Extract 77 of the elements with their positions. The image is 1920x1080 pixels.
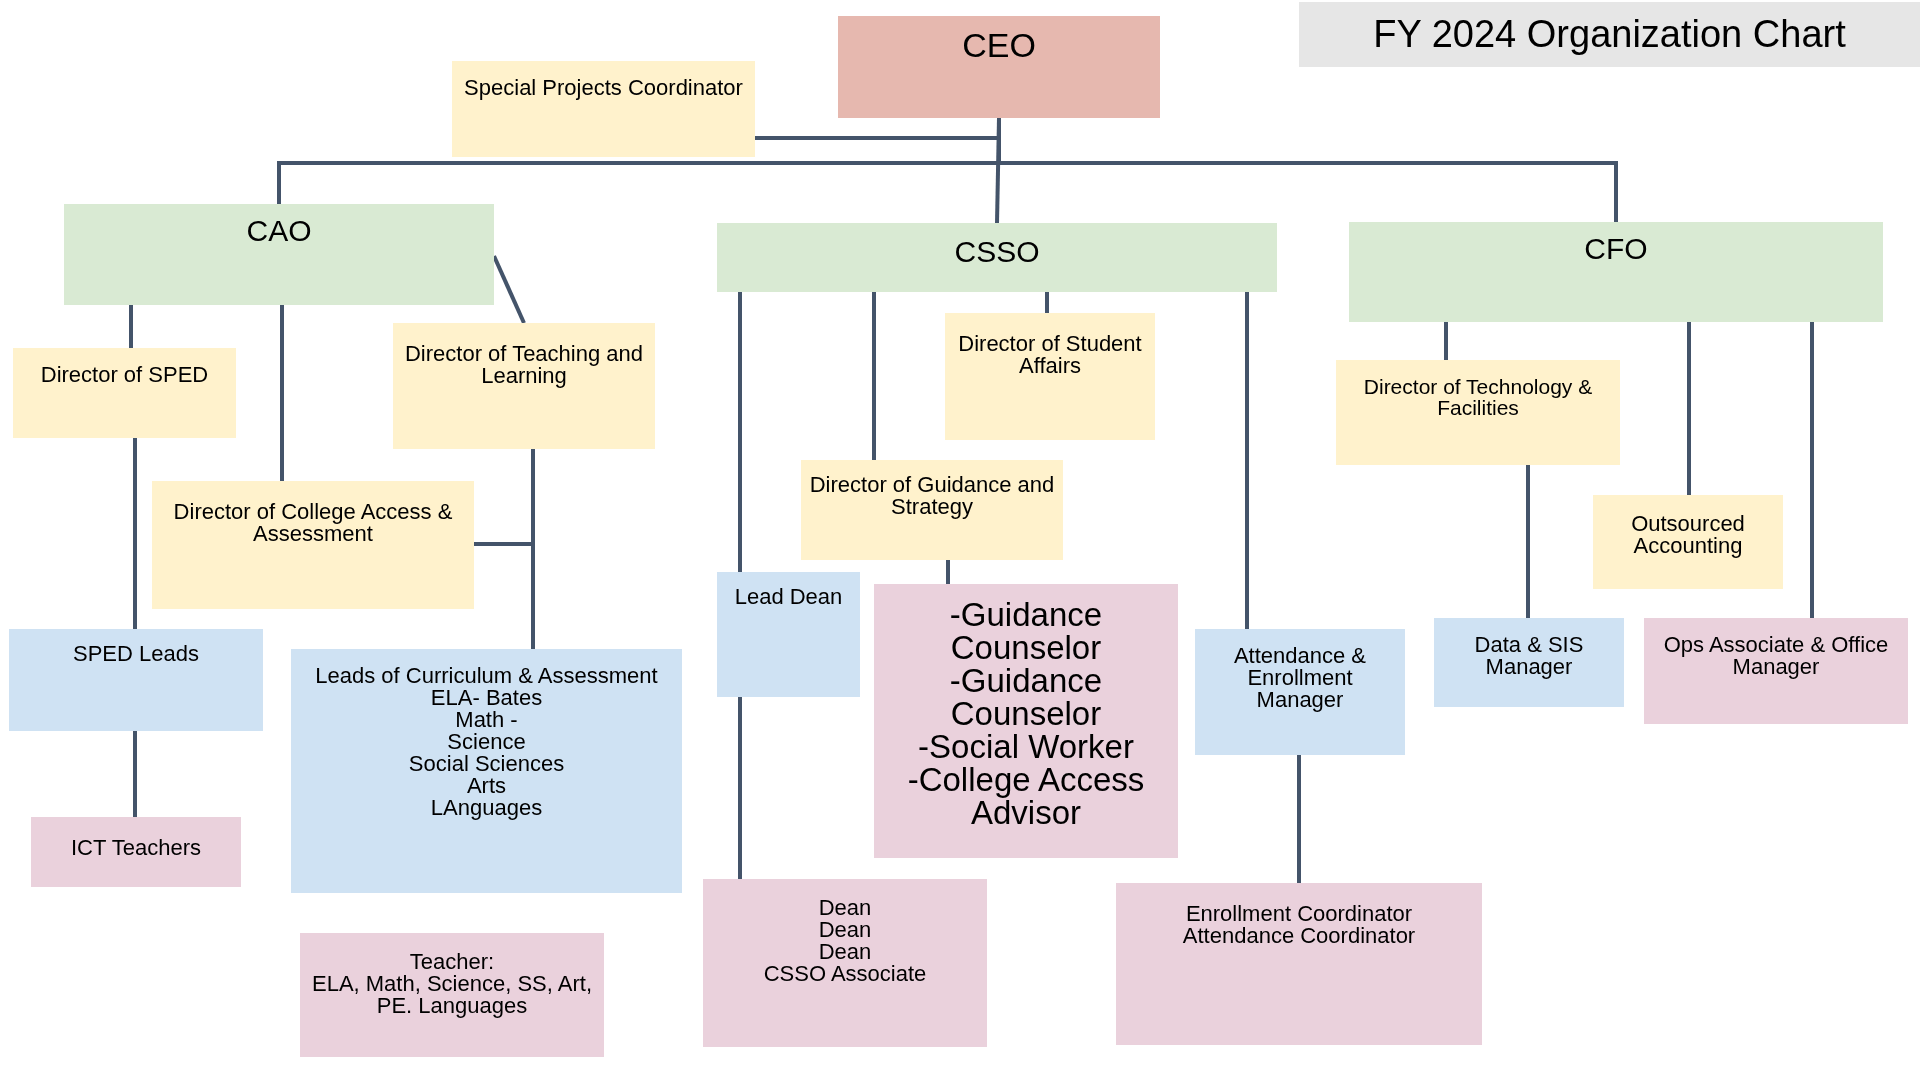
role-text: Dean [818,897,872,919]
role-text: Director of Teaching and Learning [403,343,645,387]
role-box [703,879,987,1047]
connector-line [129,305,133,348]
role-text: Director of Student Affairs [957,333,1143,377]
role-box [1116,883,1482,1045]
connector-line [946,560,950,584]
connector-line [133,731,137,817]
role-box [31,817,241,887]
role-text: Director of Technology & Facilities [1362,376,1594,418]
role-box [64,204,494,305]
role-text: SPED Leads [73,643,199,665]
connector-line [1687,322,1691,495]
role-text: ELA, Math, Science, SS, Art, PE. Languages [311,973,593,1017]
role-text: Science [447,731,526,753]
connector-line [474,542,535,649]
role-box [291,649,682,893]
connector-line [1245,292,1249,629]
role-text: -Social Worker [918,730,1134,763]
role-text: CEO [962,28,1036,62]
role-text: Outsourced Accounting [1630,513,1746,557]
role-box [1349,222,1883,322]
role-box [1195,629,1405,755]
connector-line [738,697,742,879]
role-text: -College Access Advisor [906,763,1146,829]
role-box [801,460,1063,560]
role-text: ELA- Bates [430,687,543,709]
role-text: Dean [818,941,872,963]
role-text: CSSO [954,237,1040,267]
role-box [717,223,1277,292]
connector-line [280,305,284,481]
role-text: -Guidance Counselor [948,598,1104,664]
role-text: CSSO Associate [763,963,927,985]
role-box [300,933,604,1057]
role-box [874,584,1178,858]
role-text: Dean [818,919,872,941]
role-box [945,313,1155,440]
role-text: Special Projects Coordinator [464,77,743,99]
role-box [1644,618,1908,724]
role-box [9,629,263,731]
role-text: Arts [466,775,507,797]
role-text: Lead Dean [734,586,843,608]
role-text: Director of SPED [40,364,209,386]
role-box [717,572,860,697]
role-text: Enrollment Coordinator [1185,903,1413,925]
role-text: Ops Associate & Office Manager [1662,634,1890,678]
connector-line [872,292,876,460]
role-box [1336,360,1620,465]
role-text: CAO [246,216,312,246]
role-text: LAnguages [430,797,543,819]
role-box [393,323,655,449]
connector-line [1444,322,1448,360]
connector-line [1526,465,1530,618]
role-text: Attendance Coordinator [1182,925,1416,947]
connector-line [1045,292,1049,313]
role-text: Director of Guidance and Strategy [809,474,1055,518]
connector-line [1810,322,1814,618]
role-box [13,348,236,438]
role-text: Director of College Access & Assessment [172,501,454,545]
role-box [1434,618,1624,707]
role-text: CFO [1584,234,1648,264]
role-text: ICT Teachers [71,837,201,859]
role-text: Social Sciences [408,753,565,775]
role-box [152,481,474,609]
role-box [838,16,1160,118]
role-text: Data & SIS Manager [1473,634,1585,678]
chart-title: FY 2024 Organization Chart [1299,2,1920,67]
role-text: Attendance & Enrollment Manager [1232,645,1368,711]
connector-line [738,292,742,572]
role-text: Math - [455,709,518,731]
role-box [452,61,755,157]
role-text: Teacher: [409,951,495,973]
role-text: Leads of Curriculum & Assessment [315,665,658,687]
role-text: -Guidance Counselor [948,664,1104,730]
connector-line [133,438,137,629]
connector-line [1297,755,1301,883]
role-box [1593,495,1783,589]
